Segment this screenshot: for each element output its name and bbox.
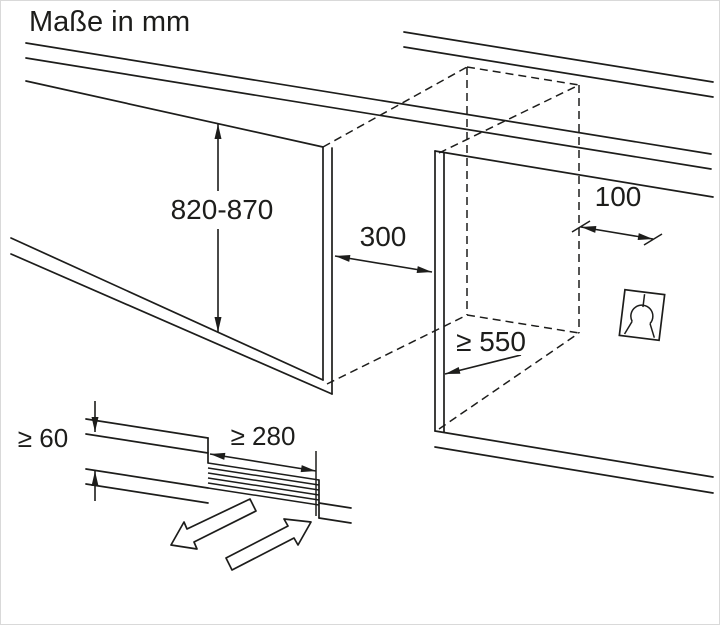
niche-dashed-outline <box>322 66 580 430</box>
dimension-vent-width: ≥ 280 <box>209 421 317 473</box>
plinth-vent-detail <box>85 418 352 571</box>
airflow-in-arrow-icon <box>225 518 312 571</box>
power-socket-icon <box>618 288 666 342</box>
left-cabinet-outline <box>10 146 333 395</box>
dimension-vent-width-label: ≥ 280 <box>231 421 296 451</box>
dimension-depth-label: ≥ 550 <box>456 326 526 357</box>
dimension-height-label: 820-870 <box>171 194 274 225</box>
dimension-socket-offset: 100 <box>571 181 663 246</box>
dimension-vent-height: ≥ 60 <box>18 401 99 501</box>
dimension-height: 820-870 <box>159 124 285 332</box>
right-cabinet-outline <box>434 150 714 494</box>
airflow-out-arrow-icon <box>170 498 257 550</box>
diagram-title: Maße in mm <box>29 6 190 38</box>
dimension-vent-height-label: ≥ 60 <box>18 423 68 453</box>
dimension-niche-width: 300 <box>334 221 433 274</box>
dimension-niche-width-label: 300 <box>360 221 407 252</box>
dimension-socket-offset-label: 100 <box>595 181 642 212</box>
dimension-depth: ≥ 550 <box>444 326 539 375</box>
worktop-and-wall-lines <box>25 31 714 198</box>
